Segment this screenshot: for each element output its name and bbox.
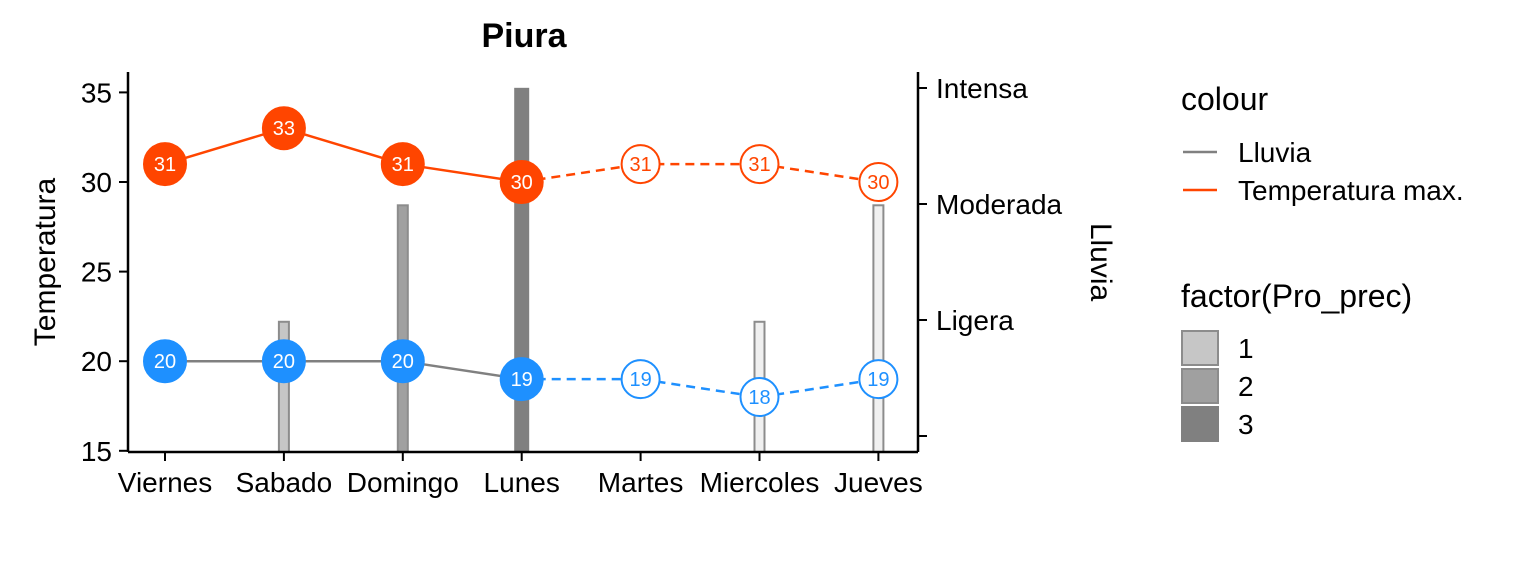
data-label: 20 (392, 351, 414, 373)
x-tick-label: Sabado (236, 467, 333, 498)
data-point (380, 142, 425, 187)
data-point (261, 339, 306, 384)
data-label: 33 (273, 118, 295, 140)
data-point (261, 106, 306, 151)
y2-tick-label: Moderada (936, 189, 1063, 220)
y2-tick-label: Ligera (936, 305, 1014, 336)
data-label: 30 (511, 172, 533, 194)
series-lines (164, 126, 879, 399)
x-tick-label: Lunes (484, 467, 560, 498)
y-tick-label: 35 (81, 77, 112, 108)
data-label: 19 (511, 369, 533, 391)
x-tick-label: Viernes (118, 467, 212, 498)
data-label: 30 (867, 172, 889, 194)
data-label: 31 (392, 154, 414, 176)
rain-bar (872, 204, 885, 453)
y-tick-label: 30 (81, 167, 112, 198)
y2-axis-label: Lluvia (1084, 223, 1117, 302)
y-tick-label: 15 (81, 436, 112, 467)
x-tick-label: Domingo (347, 467, 459, 498)
data-point (620, 359, 661, 400)
data-point (380, 339, 425, 384)
legend-swatch (1181, 368, 1219, 404)
data-label: 18 (748, 387, 770, 409)
data-point (739, 377, 780, 418)
data-point (499, 357, 544, 402)
legend-title: colour (1181, 81, 1269, 117)
data-label: 31 (629, 154, 651, 176)
y-axis-label: Temperatura (29, 177, 62, 346)
rain-bars (277, 87, 885, 453)
data-label: 31 (154, 154, 176, 176)
legend-swatch (1181, 406, 1219, 442)
data-label: 31 (748, 154, 770, 176)
data-point (143, 339, 187, 384)
legend-label: Temperatura max. (1238, 175, 1464, 206)
x-tick-label: Martes (598, 467, 684, 498)
legend-label: 2 (1238, 371, 1254, 402)
data-point (620, 144, 661, 185)
y-tick-label: 20 (81, 346, 112, 377)
series-points: 31 33 31 30 31 31 30 20 20 20 19 19 18 19 (143, 106, 899, 418)
series-line-forecast (521, 162, 879, 184)
legend-label: 3 (1238, 409, 1254, 440)
data-point (858, 359, 899, 400)
data-label: 19 (629, 369, 651, 391)
data-point (739, 144, 780, 185)
y-tick-label: 25 (81, 257, 112, 288)
legend-title: factor(Pro_prec) (1181, 278, 1412, 314)
series-line-observed (165, 359, 522, 381)
chart-title: Piura (481, 17, 567, 55)
legend-swatch (1181, 330, 1219, 366)
series-line-observed (164, 126, 522, 184)
y2-tick-label: Intensa (936, 73, 1028, 104)
x-tick-label: Jueves (834, 467, 923, 498)
data-label: 20 (273, 351, 295, 373)
rain-bar (396, 204, 409, 453)
series-line-forecast (521, 377, 879, 399)
data-label: 19 (867, 369, 889, 391)
data-point (499, 160, 544, 204)
legend-label: 1 (1238, 333, 1254, 364)
data-point (858, 162, 899, 202)
legend-label: Lluvia (1238, 137, 1312, 168)
data-label: 20 (154, 351, 176, 373)
data-point (143, 142, 187, 187)
x-tick-label: Miercoles (700, 467, 820, 498)
